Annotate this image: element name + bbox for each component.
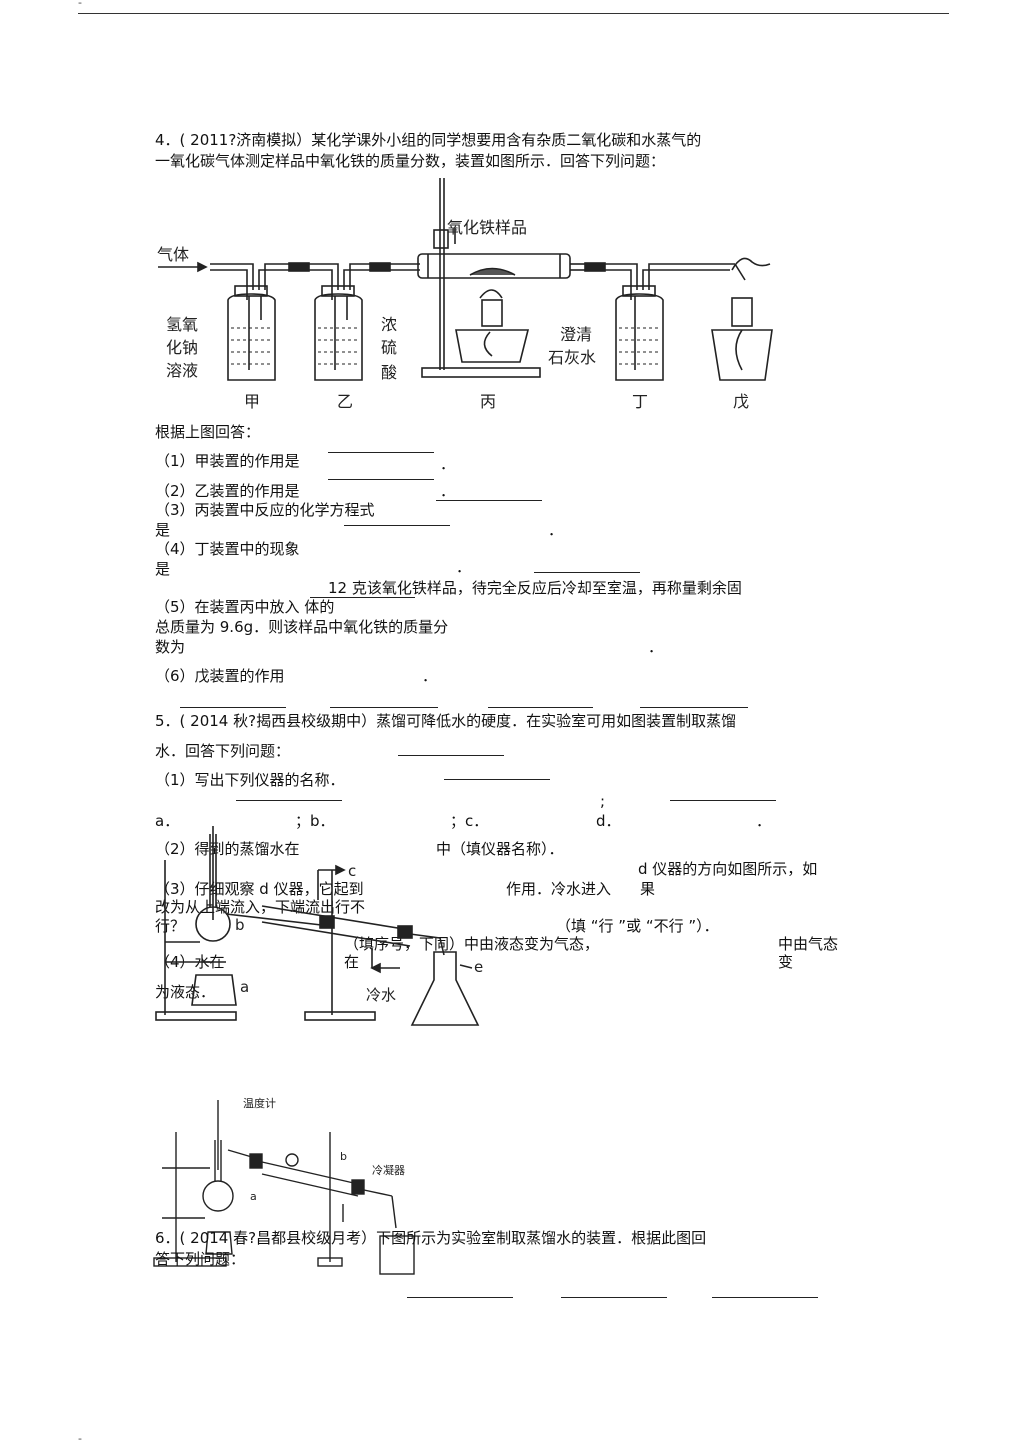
fig6-label-condenser: 冷凝器 [372,1163,405,1177]
q5-p3-right: d 仪器的方向如图所示，如 [638,860,818,878]
fig-label-lime-2: 石灰水 [548,348,596,367]
fig-label-yi: 乙 [337,392,353,411]
q4-p3: （3）丙装置中反应的化学方程式 [155,501,375,519]
q5-p4-a: （填序号，下同）中由液态变为气态， [344,935,600,953]
q5-p3-c: 果 [640,880,656,898]
q5-p1: （1）写出下列仪器的名称． [155,771,345,789]
fig-label-acid-2: 硫 [381,338,397,357]
q4-p6: （6）戊装置的作用 [155,667,285,685]
fig-label-naoh-3: 溶液 [166,361,198,380]
fig-label-lime-1: 澄清 [560,325,592,344]
q5-p4-e: 变 [778,953,794,971]
q4-p2-end: ． [440,482,456,500]
q6-title-line1: 6．( 2014 春?昌都县校级月考）下图所示为实验室制取蒸馏水的装置．根据此图… [155,1229,707,1247]
fig5-label-a: a [240,978,249,996]
header-mark: - [78,0,82,9]
fig-label-naoh-1: 氢氧 [166,315,198,334]
q4-p5-c: 总质量为 9.6g．则该样品中氧化铁的质量分 [155,618,449,636]
q4-p4-end: ． [456,558,472,576]
q5-p2-b: 中（填仪器名称）． [436,840,564,858]
fig-label-naoh-2: 化钠 [166,338,198,357]
q4-p3-blank [344,525,450,526]
header-rule [78,13,949,14]
fig5-label-e: e [474,958,483,976]
fig6-label-b: b [340,1150,347,1163]
q5-label-end: ． [756,812,772,830]
q6-blank-1 [407,1297,513,1298]
fig-label-wu: 戊 [733,392,749,411]
q5-blank-c [236,800,342,801]
q4-p4-b: 是 [155,560,171,578]
q5-label-a: a． [155,812,180,830]
q4-p1: （1）甲装置的作用是 [155,452,300,470]
q4-p6-blank-2 [330,707,438,708]
q4-p6-blank-4 [640,707,748,708]
q5-blank-a [398,755,504,756]
q5-title-line1: 5．( 2014 秋?揭西县校级期中）蒸馏可降低水的硬度．在实验室可用如图装置制… [155,712,737,730]
q4-p2-blank [436,500,542,501]
q5-p4-f: 为液态． [155,983,216,1001]
q5-label-c: ；c． [450,812,489,830]
footer-mark: - [78,1432,82,1445]
q4-intro: 根据上图回答： [155,423,261,441]
q4-p4: （4）丁装置中的现象 [155,540,300,558]
q4-p1-blank [328,479,434,480]
q4-p5-end: ． [648,638,664,656]
q6-blank-3 [712,1297,818,1298]
q4-p5-blank-top [310,597,415,598]
q4-p2: （2）乙装置的作用是 [155,482,300,500]
q4-p4-blank [534,572,640,573]
q5-blank-d [670,800,776,801]
q4-title-line1: 4．( 2011?济南模拟）某化学课外小组的同学想要用含有杂质二氧化碳和水蒸气的 [155,131,702,149]
q5-p3-d: 改为从上端流入，下端流出行不 [155,898,366,916]
fig-label-gas: 气体 [157,245,189,264]
fig6-label-thermometer: 温度计 [243,1096,276,1110]
fig-label-bing: 丙 [480,392,496,411]
q5-title-line2: 水．回答下列问题： [155,742,291,760]
fig-label-acid-1: 浓 [381,315,397,334]
q4-p6-blank-3 [488,707,593,708]
q5-label-d: d． [596,812,621,830]
q5-p3-e: 行？ [155,917,186,935]
fig5-label-b: b [235,916,245,934]
fig5-label-water: 冷水 [366,986,396,1004]
q6-title-line2: 答下列问题： [155,1250,246,1268]
q6-blank-2 [561,1297,667,1298]
q4-p3-end: ． [548,521,564,539]
q5-p3-f: （填 “行 ”或 “不行 ”）． [556,917,719,935]
q5-p3-a: （3）仔细观察 d 仪器，它起到 [155,880,364,898]
q5-p4-b: 中由气态 [778,935,839,953]
q5-blank-b [444,779,550,780]
q5-label-b: ；b． [295,812,335,830]
q4-p1-blank-top [328,452,434,453]
q4-p1-end: ． [440,455,456,473]
q4-p3-b: 是 [155,521,171,539]
fig-label-acid-3: 酸 [381,363,397,382]
q4-p5-b: （5）在装置丙中放入 体的 [155,598,335,616]
q4-p6-blank-1 [180,707,286,708]
q5-p2-a: （2）得到的蒸馏水在 [155,840,300,858]
fig-label-jia: 甲 [244,392,260,411]
q4-p5-d: 数为 [155,638,186,656]
fig6-label-a: a [250,1190,257,1203]
fig5-label-c: c [348,862,356,880]
fig-label-sample: 氧化铁样品 [447,218,527,237]
q5-p4-d: 在 [344,953,360,971]
q5-semicolon: ; [600,792,606,810]
q4-title-line2: 一氧化碳气体测定样品中氧化铁的质量分数，装置如图所示．回答下列问题： [155,152,666,170]
fig-label-ding: 丁 [632,392,648,411]
q5-p3-b: 作用．冷水进入 [506,880,612,898]
q4-p5-a: 12 克该氧化铁样品，待完全反应后冷却至室温，再称量剩余固 [328,579,742,597]
q4-p6-end: ． [422,667,438,685]
